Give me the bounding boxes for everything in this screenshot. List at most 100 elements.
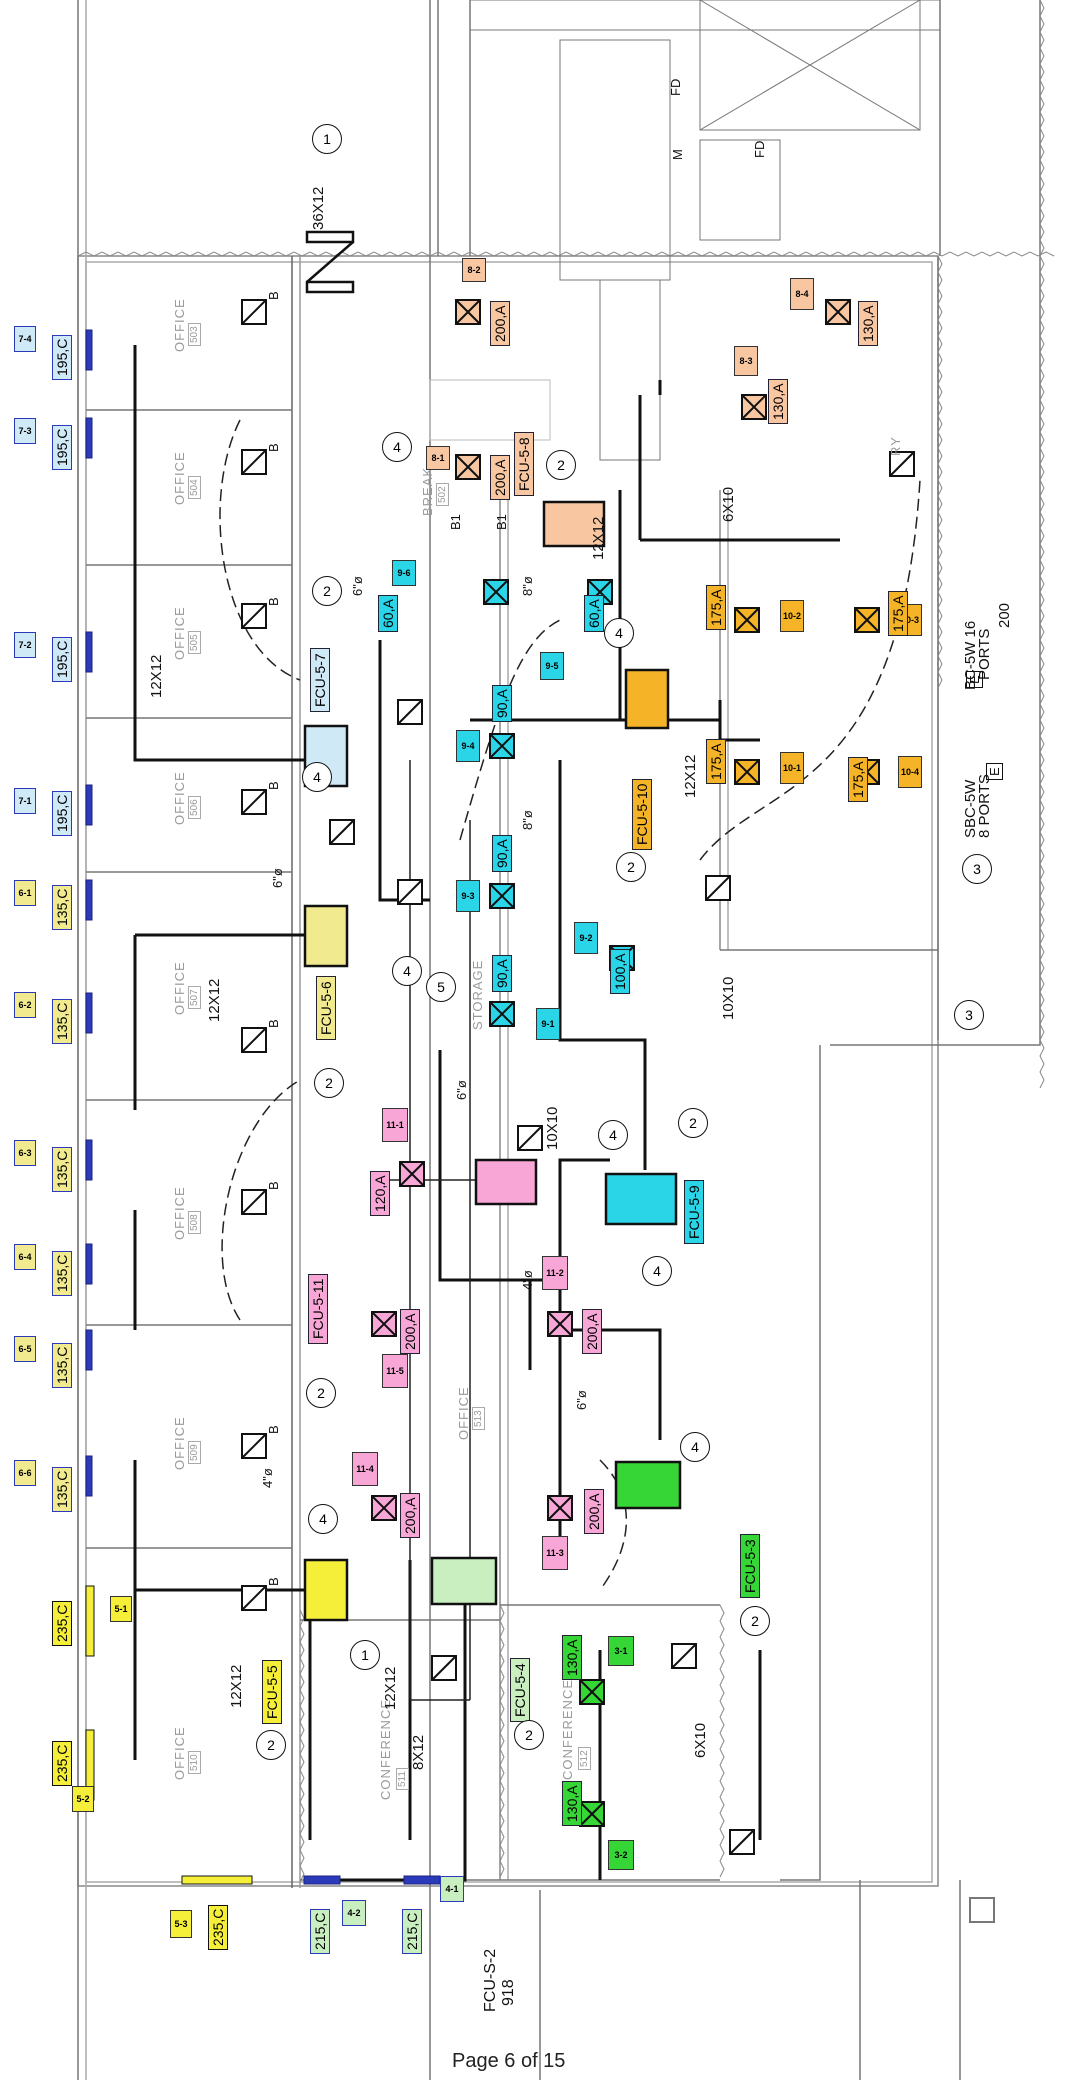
outlet-tag: 4-1 — [440, 1876, 464, 1902]
outlet-flow: 130,A — [858, 301, 878, 346]
fcu-label: FCU-5-5 — [262, 1660, 282, 1724]
fcu-label: FCU-5-10 — [632, 778, 652, 850]
room-number: 506 — [188, 796, 201, 819]
outlet-tag: 6-3 — [14, 1140, 36, 1166]
bc-number-label: 200 — [996, 602, 1013, 628]
pipe-size-label: 6"ø — [270, 868, 285, 888]
pipe-size-label: 6"ø — [454, 1080, 469, 1100]
room-label: OFFICE — [172, 606, 187, 660]
outlet-tag: 9-2 — [574, 922, 598, 954]
return-grille-tag: B — [266, 291, 281, 300]
keynote-bubble: 2 — [514, 1720, 544, 1750]
outlet-tag: 11-5 — [382, 1354, 408, 1388]
outlet-flow: 215,C — [310, 1908, 330, 1954]
keynote-bubble: 2 — [546, 450, 576, 480]
linear-diffusers — [85, 329, 441, 1885]
outlet-tag: 10-2 — [780, 600, 804, 632]
fcu-5-4-unit — [430, 1556, 498, 1606]
room-number: 507 — [188, 986, 201, 1009]
return-grille-tag: B — [266, 781, 281, 790]
outlet-tag: 8-3 — [734, 346, 758, 376]
fcu-label: FCU-5-9 — [684, 1180, 704, 1244]
outlet-flow: 235,C — [208, 1904, 228, 1950]
duct-size-label: 12X12 — [590, 516, 607, 560]
room-label: CONFERENCE — [560, 1678, 575, 1780]
keynote-bubble: 1 — [312, 124, 342, 154]
outlet-tag: 6-1 — [14, 880, 36, 906]
keynote-bubble: 2 — [678, 1108, 708, 1138]
duct-size-label: 12X12 — [206, 978, 223, 1022]
fcu-label: FCU-5-6 — [316, 976, 336, 1040]
fan-coil-units — [303, 500, 682, 1622]
outlet-tag: 6-5 — [14, 1336, 36, 1362]
outlet-tag: 7-2 — [14, 632, 36, 658]
fcu-5-5-unit — [303, 1558, 349, 1622]
keynote-bubble: 3 — [962, 854, 992, 884]
outlet-tag: 11-2 — [542, 1256, 568, 1290]
outlet-tag: 10-1 — [780, 752, 804, 784]
outlet-flow: 200,A — [582, 1309, 602, 1354]
outlet-tag: 9-4 — [456, 730, 480, 762]
duct-size-label: 12X12 — [228, 1664, 245, 1708]
room-label: OFFICE — [172, 1726, 187, 1780]
outlet-flow: 135,C — [52, 1146, 72, 1192]
duct-size-label: 12X12 — [682, 754, 699, 798]
return-grille-tag: B — [266, 1577, 281, 1586]
room-label: STORAGE — [470, 959, 485, 1030]
duct-size-label: 6X10 — [720, 486, 737, 522]
fire-damper-label: FD — [752, 140, 767, 158]
room-number: 510 — [188, 1751, 201, 1774]
outlet-tag: 11-3 — [542, 1536, 568, 1570]
outlet-flow: 135,C — [52, 1342, 72, 1388]
fcu-label: FCU-5-8 — [514, 432, 534, 496]
keynote-bubble: 4 — [382, 432, 412, 462]
return-grille-tag: B — [266, 1181, 281, 1190]
room-label: OFFICE — [172, 451, 187, 505]
outlet-flow: 200,A — [490, 301, 510, 346]
keynote-bubble: 2 — [740, 1606, 770, 1636]
keynote-bubble: 4 — [302, 762, 332, 792]
pipe-size-label: 4"ø — [520, 1270, 535, 1290]
pipe-size-label: 6"ø — [574, 1390, 589, 1410]
outlet-tag: 7-3 — [14, 418, 36, 444]
outlet-tag: 10-4 — [898, 756, 922, 788]
keynote-bubble: 2 — [306, 1378, 336, 1408]
room-label: OFFICE — [172, 961, 187, 1015]
keynote-bubble: 5 — [426, 972, 456, 1002]
fcu-label: FCU-5-11 — [308, 1273, 328, 1344]
fire-damper-label: FD — [668, 78, 683, 96]
square-diffusers — [371, 299, 880, 1827]
room-label: OFFICE — [172, 1416, 187, 1470]
outlet-flow: 60,A — [378, 595, 398, 632]
outlet-flow: 195,C — [52, 636, 72, 682]
room-label: OFFICE — [172, 298, 187, 352]
keynote-bubble: 2 — [312, 576, 342, 606]
keynote-bubble: 4 — [598, 1120, 628, 1150]
return-grille-tag: B — [266, 597, 281, 606]
bc-ports-label: PORTS — [976, 628, 993, 680]
room-number: 502 — [436, 483, 449, 506]
fcu-5-11-unit — [474, 1158, 538, 1206]
exhaust-grille-tag: B1 — [448, 514, 463, 530]
mechanical-shaft — [429, 0, 941, 461]
duct-size-label: 8X12 — [410, 1734, 427, 1770]
return-grilles — [241, 299, 995, 1923]
outlet-flow: 135,C — [52, 1466, 72, 1512]
duct-size-label: 6X10 — [692, 1722, 709, 1758]
room-number: 513 — [472, 1407, 485, 1430]
damper-symbol — [305, 230, 355, 294]
room-number: 503 — [188, 323, 201, 346]
pipe-size-label: 4"ø — [260, 1468, 275, 1488]
fcu-5-9-unit — [604, 1172, 678, 1226]
room-number: 505 — [188, 631, 201, 654]
fcu-number: 918 — [500, 1979, 517, 2006]
fcu-5-3-unit — [614, 1460, 682, 1510]
outlet-tag: 9-1 — [536, 1008, 560, 1040]
fcu-label: FCU-5-4 — [510, 1658, 530, 1722]
outlet-flow: 175,A — [706, 739, 726, 784]
fcu-5-6-unit — [303, 904, 349, 968]
outlet-tag: 6-2 — [14, 992, 36, 1018]
room-number: 509 — [188, 1441, 201, 1464]
return-grille-tag: B — [266, 1425, 281, 1434]
